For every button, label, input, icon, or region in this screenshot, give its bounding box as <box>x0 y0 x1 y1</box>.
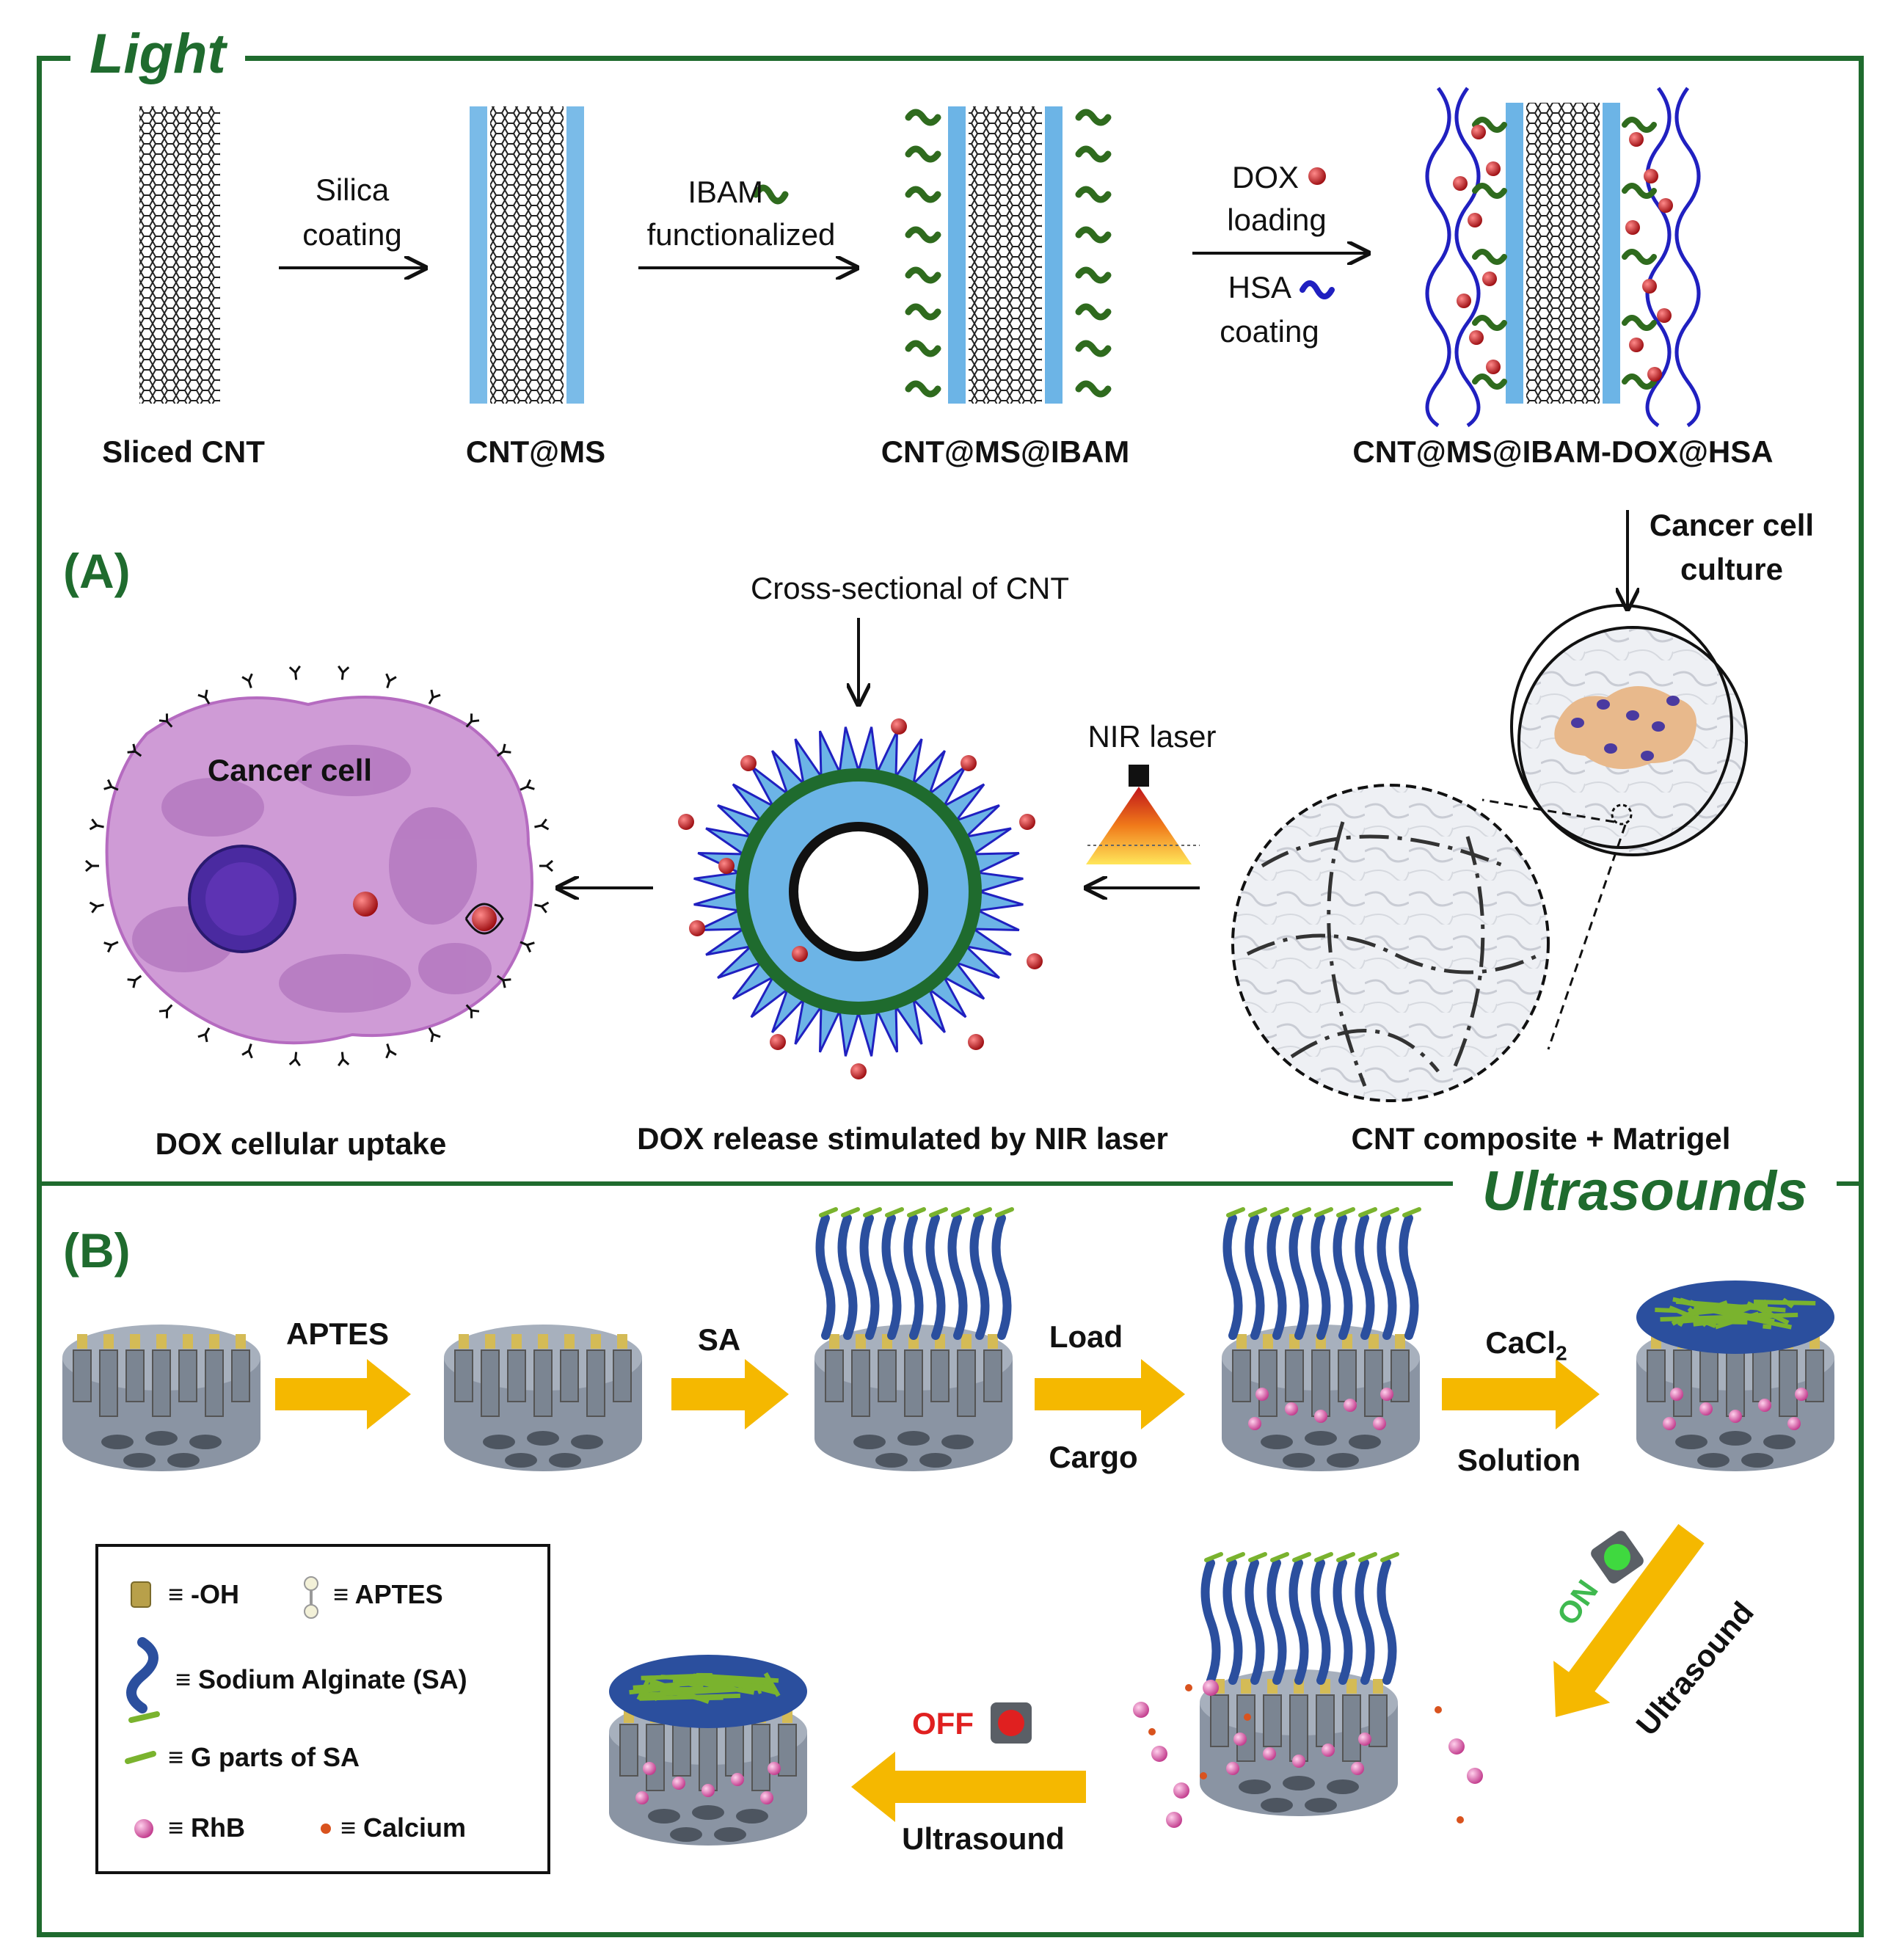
receptor-icon <box>290 1052 302 1065</box>
caption-uptake: DOX cellular uptake <box>110 1126 492 1162</box>
receptor-icon <box>382 674 396 689</box>
receptor-icon <box>382 1042 396 1057</box>
process-arrow-icon <box>851 1752 1086 1822</box>
legend-glyphs <box>98 1547 553 1877</box>
legend-g-parts: ≡ G parts of SA <box>168 1742 360 1773</box>
off-button-icon <box>991 1702 1032 1744</box>
porous-disk-icon <box>1200 1554 1398 1816</box>
dox-icon <box>1308 167 1326 185</box>
cacl-arrow-label-line1: CaCl2 <box>1460 1325 1592 1365</box>
dox-bead <box>891 718 907 735</box>
porous-disk-icon <box>62 1325 260 1471</box>
receptor-icon <box>242 674 256 689</box>
ultrasound-off-label: Ultrasound <box>888 1821 1079 1857</box>
culture-label-line1: Cancer cell <box>1636 508 1827 543</box>
cacl-arrow-label-line2: Solution <box>1431 1443 1607 1478</box>
cnt-ms-ibam-icon <box>908 106 1108 404</box>
caption-matrigel: CNT composite + Matrigel <box>1335 1121 1746 1156</box>
step-label-sliced-cnt: Sliced CNT <box>81 434 286 470</box>
receptor-icon <box>539 861 553 871</box>
porous-disk-icon <box>814 1209 1013 1471</box>
dox-bead <box>1019 814 1035 830</box>
receptor-icon <box>86 861 99 871</box>
dox-bead <box>850 1063 867 1079</box>
petri-dish-icon <box>1512 605 1746 855</box>
porous-disk-icon <box>444 1325 642 1471</box>
legend-sa: ≡ Sodium Alginate (SA) <box>175 1664 467 1695</box>
silica-label-line2: coating <box>294 217 411 252</box>
panel-a-label: (A) <box>63 543 131 599</box>
panel-a-title: Light <box>70 26 245 82</box>
dox-label-line2: loading <box>1211 203 1343 238</box>
process-arrow-icon <box>1035 1359 1185 1429</box>
dox-bead <box>718 858 735 874</box>
off-label: OFF <box>903 1706 983 1741</box>
receptor-icon <box>159 1002 175 1019</box>
legend-aptes: ≡ APTES <box>333 1579 443 1610</box>
receptor-icon <box>533 900 549 912</box>
receptor-icon <box>128 972 145 988</box>
receptor-icon <box>337 666 349 680</box>
panel-b-label: (B) <box>63 1223 131 1278</box>
cnt-ms-ibam-dox-hsa-icon <box>1427 88 1699 426</box>
process-arrow-icon <box>275 1359 411 1429</box>
load-arrow-label-line1: Load <box>1027 1319 1145 1355</box>
cnt-ms-icon <box>470 106 584 404</box>
receptor-icon <box>90 819 105 831</box>
process-arrow-icon <box>671 1359 789 1429</box>
porous-disk-icon <box>1222 1209 1420 1471</box>
porous-disk-icon <box>609 1655 807 1846</box>
load-arrow-label-line2: Cargo <box>1027 1440 1159 1475</box>
process-arrow-icon <box>1442 1359 1600 1429</box>
receptor-icon <box>198 1025 214 1042</box>
hsa-icon <box>1302 283 1332 296</box>
dox-bead <box>770 1034 786 1050</box>
hsa-label-line1: HSA <box>1211 270 1291 305</box>
receptor-icon <box>290 666 302 680</box>
dox-bead <box>678 814 694 830</box>
receptor-icon <box>104 937 120 952</box>
aptes-arrow-label: APTES <box>271 1316 404 1352</box>
cnt-cross-section-icon <box>694 727 1024 1057</box>
dox-bead <box>1027 953 1043 969</box>
receptor-icon <box>90 900 105 912</box>
dox-bead <box>968 1034 984 1050</box>
silica-label-line1: Silica <box>294 172 411 208</box>
sa-arrow-label: SA <box>675 1322 763 1358</box>
receptor-icon <box>337 1052 349 1065</box>
cancer-cell-icon <box>86 666 553 1065</box>
dox-bead <box>961 755 977 771</box>
on-button-icon <box>1589 1529 1646 1586</box>
receptor-icon <box>425 690 440 707</box>
legend-rhb: ≡ RhB <box>168 1813 245 1843</box>
ibam-label-line1: IBAM <box>653 175 763 210</box>
legend-box: ≡ -OH ≡ APTES ≡ Sodium Alginate (SA) ≡ G… <box>95 1544 550 1874</box>
dox-bead <box>740 755 757 771</box>
step-label-cnt-ms-ibam-dox-hsa: CNT@MS@IBAM-DOX@HSA <box>1343 434 1783 470</box>
cancer-cell-label: Cancer cell <box>198 753 382 788</box>
nir-laser-icon <box>1086 765 1200 864</box>
receptor-icon <box>533 819 549 831</box>
receptor-icon <box>242 1042 256 1057</box>
legend-oh: ≡ -OH <box>168 1579 239 1610</box>
nir-laser-label: NIR laser <box>1071 719 1233 754</box>
dox-bead <box>689 920 705 936</box>
cross-section-label: Cross-sectional of CNT <box>704 571 1115 606</box>
ibam-label-line2: functionalized <box>631 217 851 252</box>
dox-bead <box>792 946 808 962</box>
porous-disk-icon <box>1636 1280 1834 1471</box>
sliced-cnt-icon <box>139 106 220 404</box>
legend-calcium: ≡ Calcium <box>340 1813 466 1843</box>
panel-b-title: Ultrasounds <box>1453 1164 1837 1220</box>
hsa-label-line2: coating <box>1203 314 1335 349</box>
step-label-cnt-ms: CNT@MS <box>433 434 638 470</box>
step-label-cnt-ms-ibam: CNT@MS@IBAM <box>859 434 1152 470</box>
caption-release: DOX release stimulated by NIR laser <box>616 1121 1189 1156</box>
dox-label-line1: DOX <box>1218 160 1299 195</box>
culture-label-line2: culture <box>1636 552 1827 587</box>
